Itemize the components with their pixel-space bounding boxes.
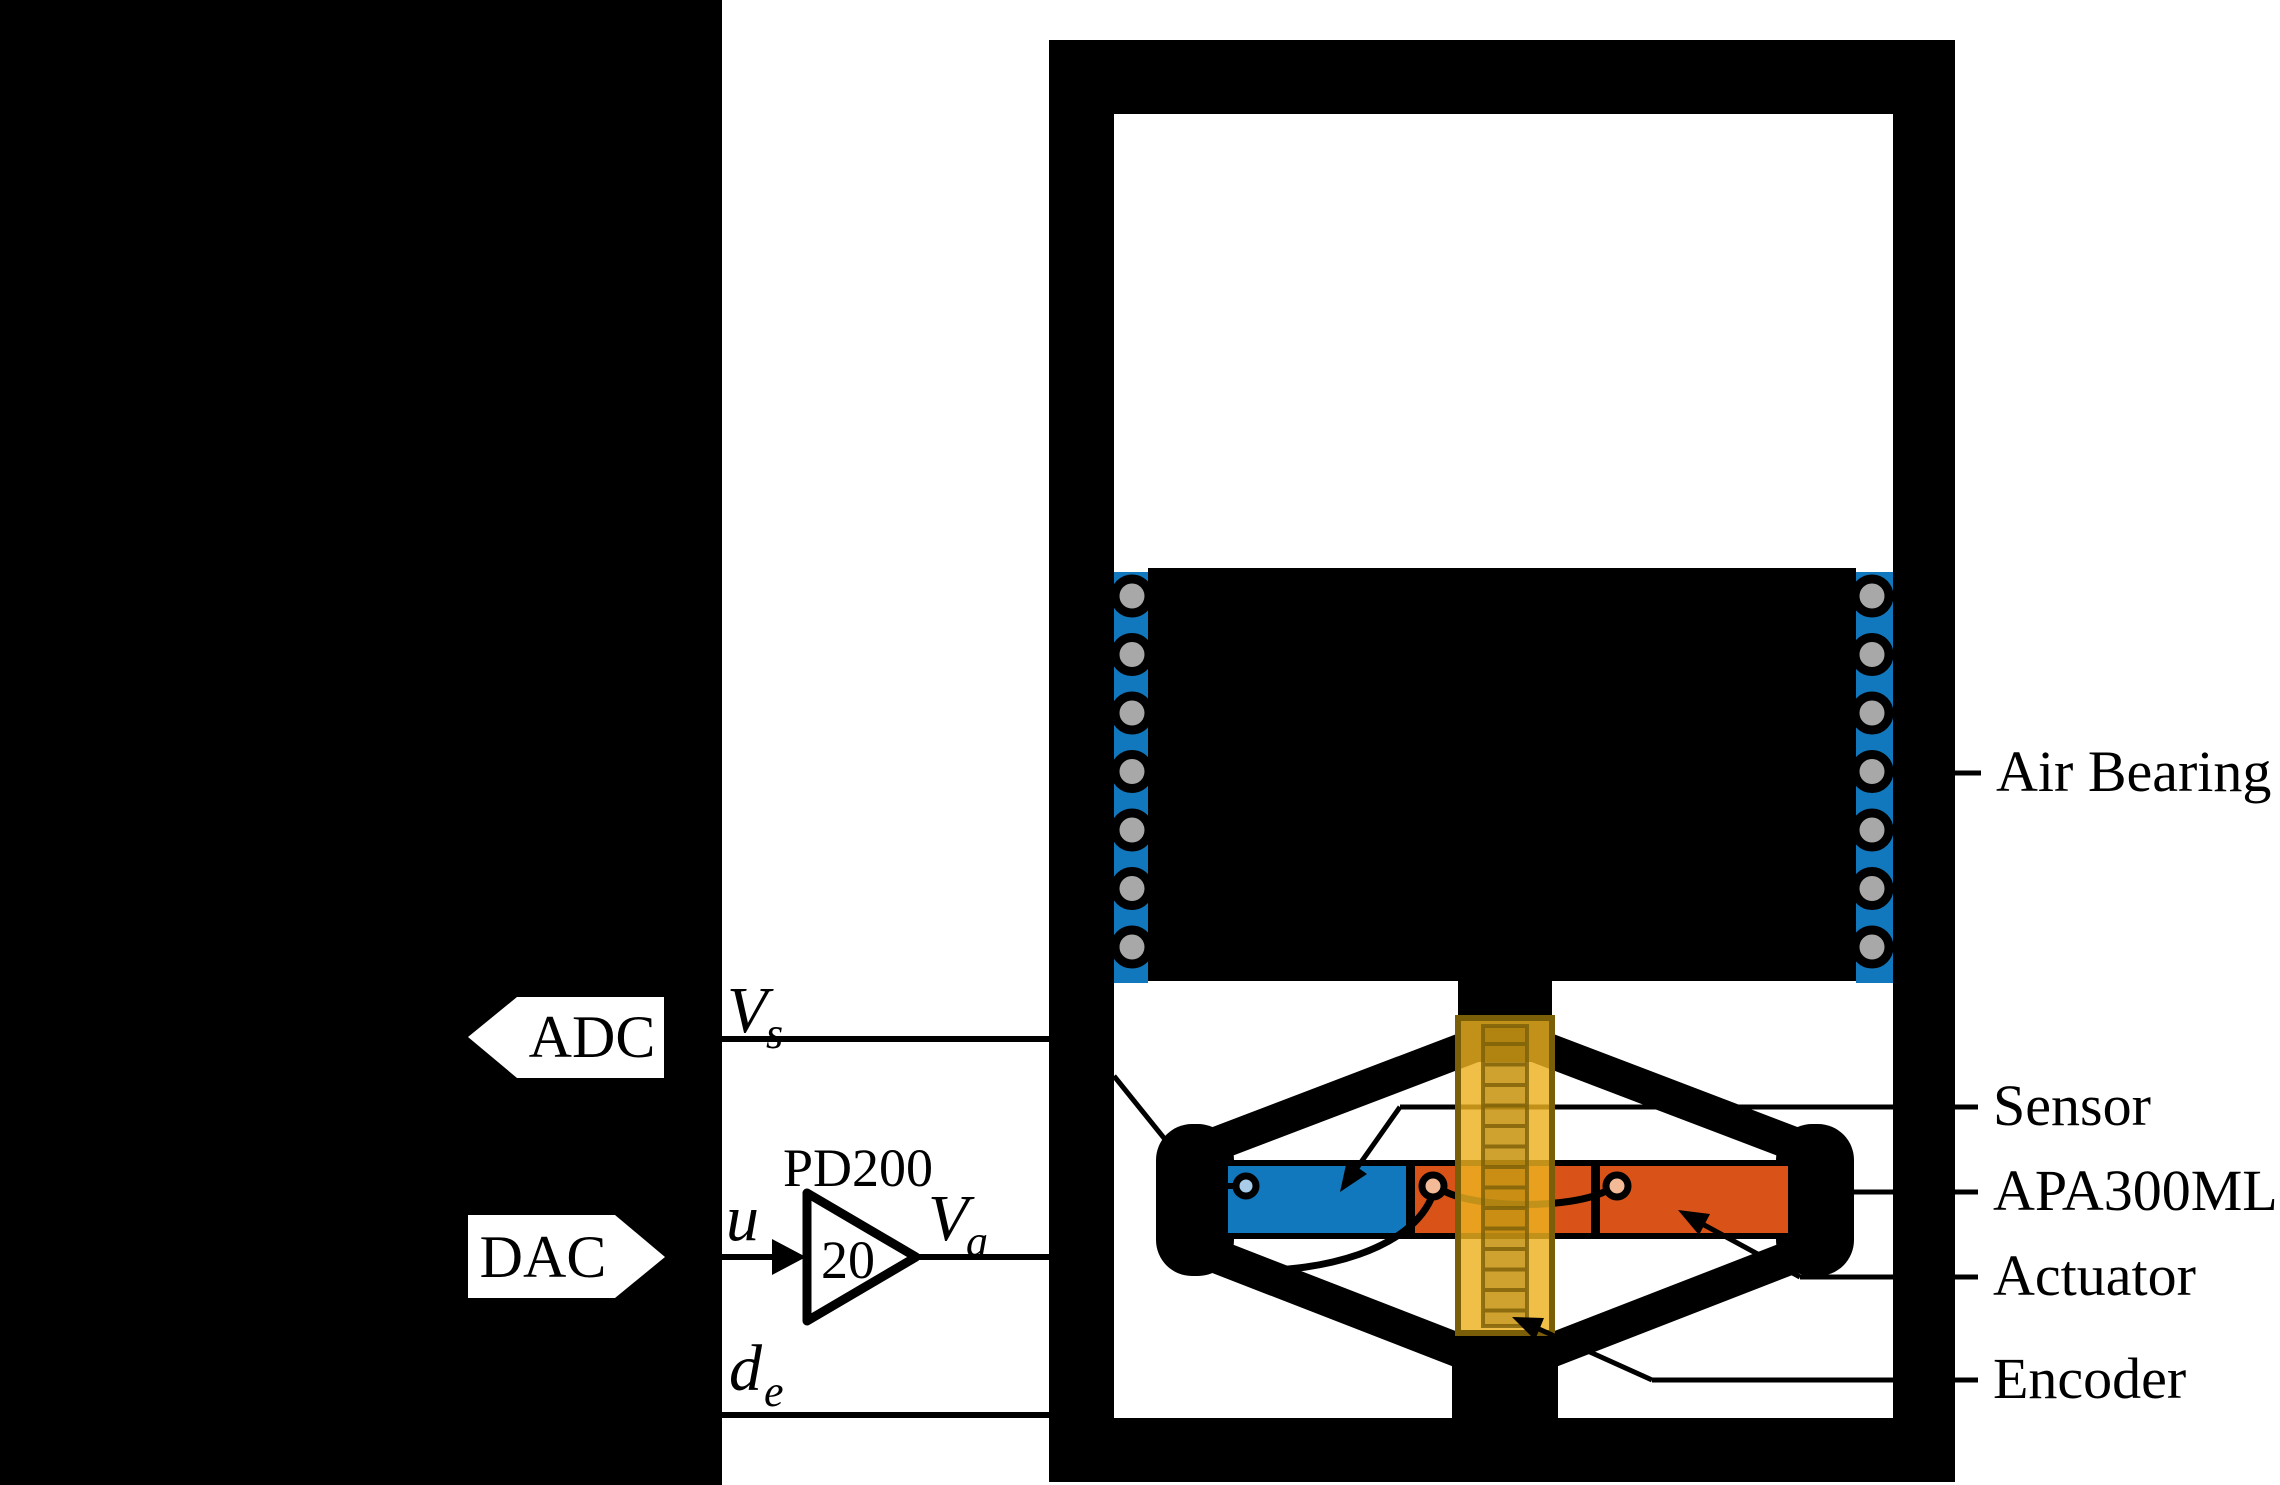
va-subscript: a xyxy=(966,1217,988,1266)
actuator-arrowhead-icon xyxy=(1678,1210,1710,1235)
vs-wire-diagonal xyxy=(1112,1074,1174,1150)
encoder-leader-diagonal xyxy=(1528,1322,1654,1383)
air-bearing-pad xyxy=(1110,633,1154,676)
moving-mass xyxy=(1148,568,1856,981)
adc-label: ADC xyxy=(529,1004,656,1070)
actuator-electrode-left xyxy=(1418,1171,1448,1201)
sensor-label: Sensor xyxy=(1993,1073,2151,1138)
u-label: u xyxy=(726,1182,759,1255)
apa-shell-left-cap xyxy=(1156,1124,1234,1276)
encoder-ruler xyxy=(1455,1015,1555,1336)
adc-arrow xyxy=(468,997,664,1078)
actuator-leader-diagonal xyxy=(1693,1217,1802,1280)
air-bearing-pad xyxy=(1110,925,1154,969)
de-label: d xyxy=(729,1332,763,1405)
encoder-label: Encoder xyxy=(1993,1346,2186,1411)
amplifier-gain-label: 20 xyxy=(821,1230,875,1290)
air-bearing-pad xyxy=(1850,750,1894,793)
dac-label: DAC xyxy=(480,1224,607,1290)
sensor-arrowhead-icon xyxy=(1340,1160,1367,1192)
amplifier-model-label: PD200 xyxy=(783,1138,933,1198)
vs-subscript: s xyxy=(766,1009,783,1058)
actuator-label: Actuator xyxy=(1993,1243,2196,1308)
piezo-sensor-stack xyxy=(1222,1160,1412,1239)
air-bearing-pad xyxy=(1850,808,1894,852)
apa-shell-arm-upper-right xyxy=(1515,1027,1827,1167)
apa-shell-right-cap xyxy=(1776,1124,1854,1276)
sensor-leader-diagonal xyxy=(1349,1105,1403,1177)
apa-shell-arm-upper-left xyxy=(1183,1027,1495,1167)
apa-shell xyxy=(1156,1027,1854,1375)
air-bearing-pad xyxy=(1110,691,1154,735)
air-bearing-pad xyxy=(1110,574,1154,618)
encoder-ruler-scale-strip xyxy=(1481,1024,1529,1328)
amplifier-triangle xyxy=(802,1188,921,1326)
air-bearing-pads xyxy=(1110,574,1894,969)
vs-label: V xyxy=(727,974,774,1047)
air-bearing-pad xyxy=(1110,867,1154,910)
air-bearing-pad xyxy=(1850,574,1894,618)
air-bearing-pad xyxy=(1850,633,1894,676)
encoder-arrowhead-icon xyxy=(1512,1317,1544,1340)
apa-label: APA300ML xyxy=(1993,1158,2278,1223)
air-bearing-pad xyxy=(1110,750,1154,793)
air-bearing-pad xyxy=(1850,691,1894,735)
apa-shell-arm-lower-right xyxy=(1515,1233,1827,1375)
de-subscript: e xyxy=(764,1367,784,1416)
air-bearing-pad xyxy=(1110,808,1154,852)
dac-arrow xyxy=(468,1215,665,1298)
air-bearing-label: Air Bearing xyxy=(1996,739,2271,804)
air-bearing-pad xyxy=(1850,925,1894,969)
va-label: V xyxy=(928,1182,975,1255)
u-arrowhead-icon xyxy=(772,1239,806,1275)
encoder-ruler-graduations xyxy=(1485,1042,1525,1313)
actuator-electrode-right xyxy=(1602,1171,1632,1201)
encoder-ruler-body xyxy=(1455,1015,1555,1336)
sensor-electrode xyxy=(1232,1172,1260,1200)
sensor-wire xyxy=(1180,1192,1437,1274)
air-bearing-pad xyxy=(1850,867,1894,910)
